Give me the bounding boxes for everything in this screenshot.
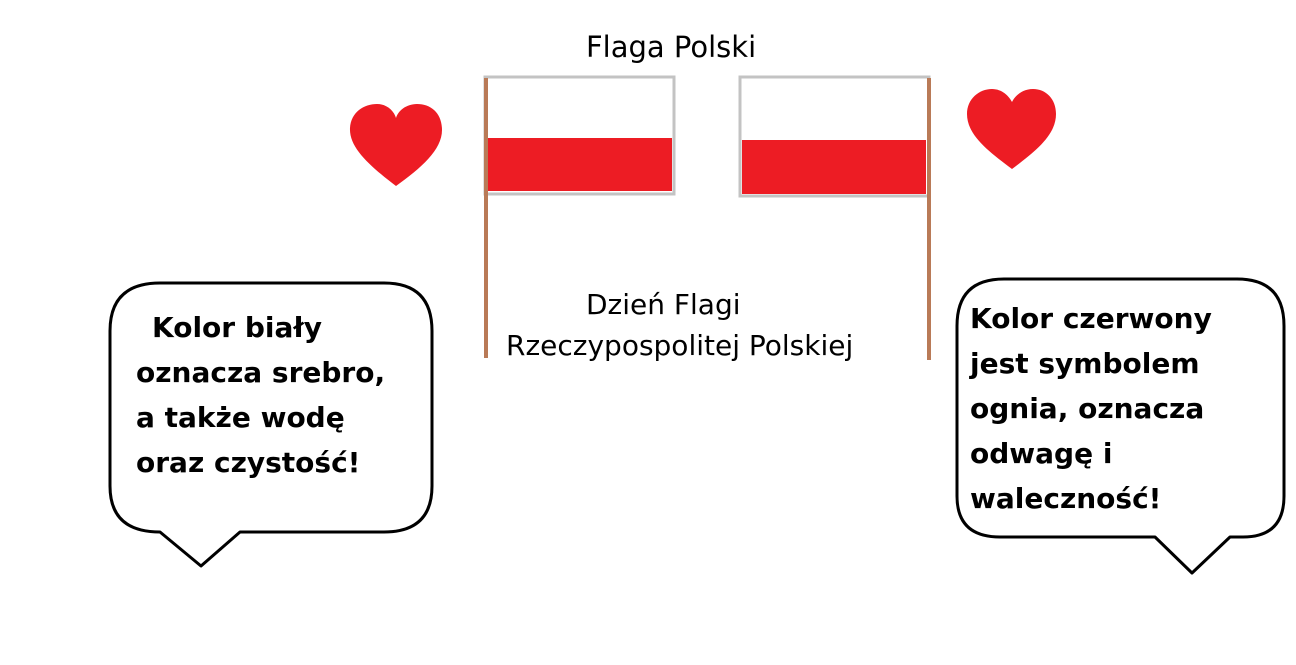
page-title: Flaga Polski [586,30,757,64]
bubble-right-line: jest symbolem [970,347,1200,380]
flag-right [738,75,931,360]
flag-left [483,75,676,358]
bubble-right-line: ognia, oznacza [970,392,1205,425]
bubble-right-text: Kolor czerwony jest symbolem ognia, ozna… [970,296,1212,521]
bubble-right-line: odwagę i [970,437,1113,470]
bubble-left-text: Kolor biały oznacza srebro, a także wodę… [136,305,385,485]
bubble-left-line: a także wodę [136,401,345,434]
bubble-left-line: oznacza srebro, [136,356,386,389]
subtitle: Dzień Flagi Rzeczypospolitej Polskiej [506,284,926,366]
subtitle-line-2: Rzeczypospolitej Polskiej [506,329,854,362]
flag-red-stripe [742,140,926,194]
bubble-right-line: waleczność! [970,482,1162,515]
speech-bubble-right [955,277,1286,575]
flag-red-stripe [487,138,672,191]
bubble-left-line: Kolor biały [152,311,323,344]
heart-icon [967,89,1056,169]
bubble-left-line: oraz czystość! [136,446,361,479]
speech-bubble-left [108,281,434,568]
bubble-right-line: Kolor czerwony [970,302,1212,335]
heart-icon [349,104,442,186]
subtitle-line-1: Dzień Flagi [586,288,741,321]
